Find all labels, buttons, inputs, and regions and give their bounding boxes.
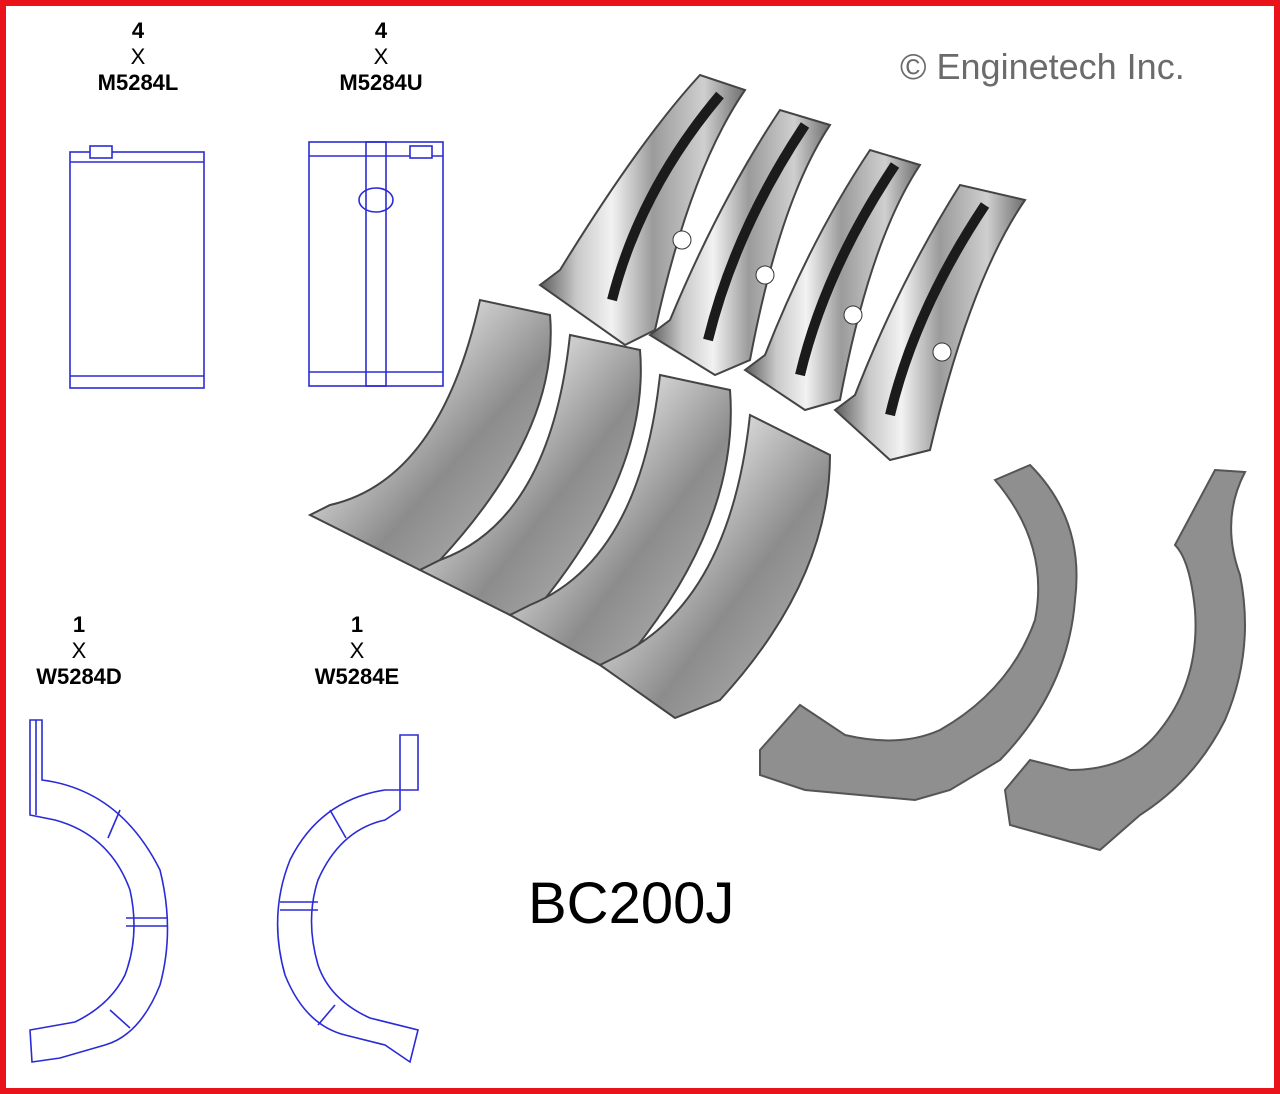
part-qty: 4 [374,18,388,43]
part-code: M5284L [97,70,179,95]
bearing-lower-diagram [69,145,205,389]
part-qty: 1 [350,612,364,637]
part-code: W5284D [36,664,122,689]
part-qty: 4 [131,18,145,43]
bearing-upper-diagram [308,141,444,387]
part-times: X [71,638,87,663]
part-times: X [373,44,389,69]
part-qty: 1 [72,612,86,637]
part-code: W5284E [314,664,400,689]
copyright-text: © Enginetech Inc. [900,46,1185,87]
part-label-w5284d: 1 X W5284D [18,612,140,690]
part-label-w5284e: 1 X W5284E [296,612,418,690]
upper-bearing-photo [538,73,1027,462]
part-label-m5284l: 4 X M5284L [88,18,188,96]
part-times: X [130,44,146,69]
part-label-m5284u: 4 X M5284U [326,18,436,96]
part-code: M5284U [339,70,423,95]
lower-bearing-photo [307,298,832,720]
kit-number: BC200J [528,871,735,936]
thrust-washer-left-diagram [29,719,169,1063]
thrust-washers-photo [759,463,1247,852]
part-times: X [349,638,365,663]
thrust-washer-right-diagram [276,734,419,1064]
